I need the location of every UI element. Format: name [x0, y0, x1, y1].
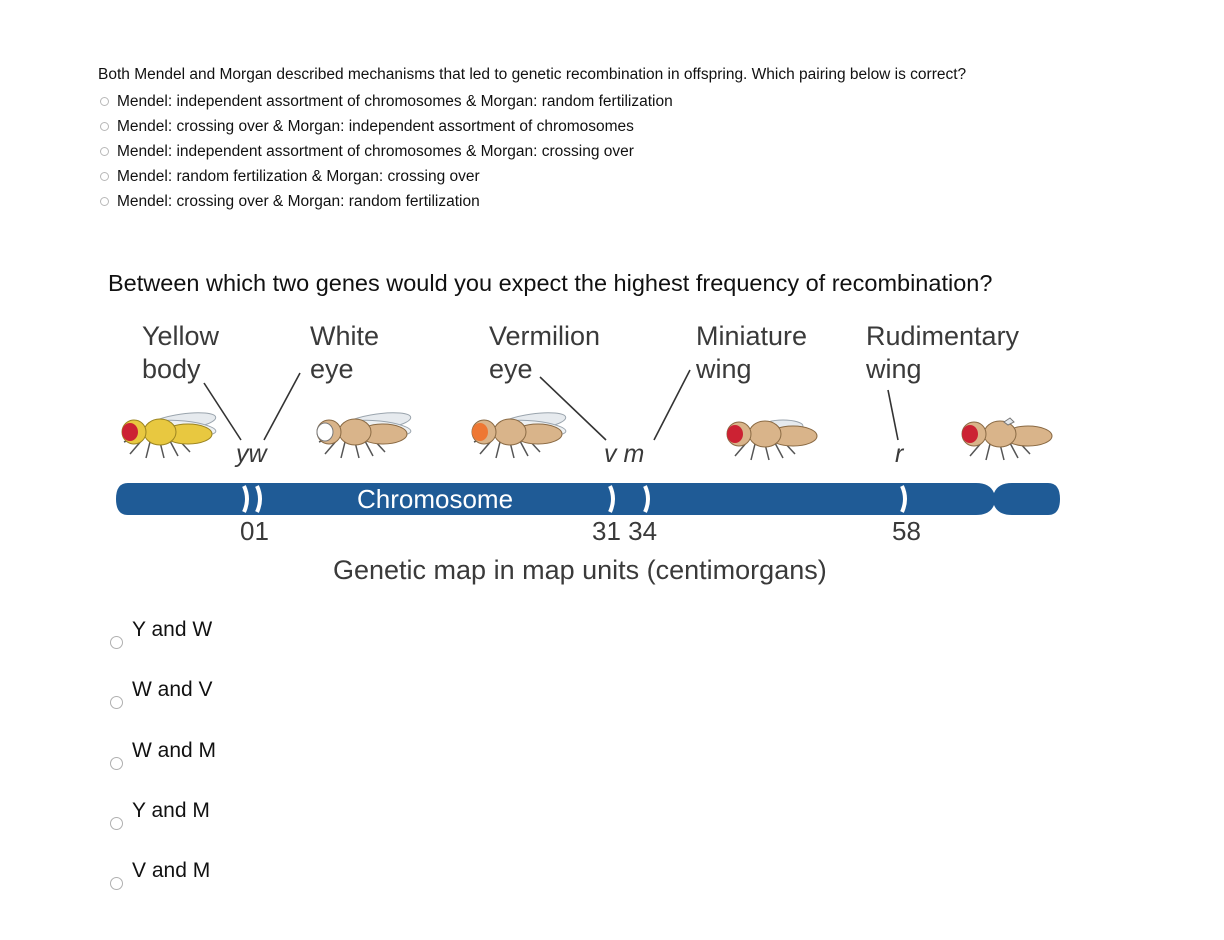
radio-button[interactable]: [100, 97, 109, 106]
gene-label-yellow: Yellow body: [142, 320, 219, 386]
gene-letters-yw: yw: [236, 440, 267, 468]
radio-button[interactable]: [100, 172, 109, 181]
gene-letter-r: r: [895, 440, 904, 468]
gene-label-miniature: Miniature wing: [696, 320, 807, 386]
gene-name-line1: Yellow: [142, 321, 220, 351]
map-position-31-34: 31 34: [592, 516, 658, 546]
q1-option-4[interactable]: Mendel: random fertilization & Morgan: c…: [98, 164, 1198, 189]
q1-option-3[interactable]: Mendel: independent assortment of chromo…: [98, 139, 1198, 164]
radio-button[interactable]: [110, 757, 123, 770]
radio-button[interactable]: [110, 817, 123, 830]
gene-name-line2: body: [142, 354, 201, 384]
q2-option-1[interactable]: Y and W: [110, 618, 410, 678]
gene-label-rudimentary: Rudimentary wing: [866, 320, 1019, 386]
q1-option-label: Mendel: random fertilization & Morgan: c…: [117, 167, 480, 185]
chromosome-label: Chromosome: [357, 484, 514, 514]
gene-pointer-lines: [203, 369, 899, 441]
question-1-text: Both Mendel and Morgan described mechani…: [98, 66, 967, 83]
fly-rudimentary-wing: [961, 417, 1053, 461]
map-position-01: 01: [240, 516, 269, 546]
chromosome-bar: [116, 483, 1060, 515]
q1-option-label: Mendel: independent assortment of chromo…: [117, 92, 673, 110]
q2-option-label: W and V: [132, 678, 213, 701]
q2-option-label: Y and W: [132, 618, 213, 641]
q2-option-label: Y and M: [132, 799, 210, 822]
gene-bands: [242, 485, 907, 513]
map-position-58: 58: [892, 516, 921, 546]
radio-button[interactable]: [110, 696, 123, 709]
q2-option-4[interactable]: Y and M: [110, 799, 410, 859]
radio-button[interactable]: [100, 197, 109, 206]
radio-button[interactable]: [100, 122, 109, 131]
gene-label-vermilion: Vermilion eye: [489, 320, 600, 386]
fly-white-eye: [316, 408, 413, 459]
gene-name-line1: Vermilion: [489, 321, 601, 351]
fly-miniature-wing: [726, 419, 818, 461]
gene-name-line1: Rudimentary: [866, 321, 1020, 351]
fly-vermilion-eye: [471, 408, 568, 459]
radio-button[interactable]: [100, 147, 109, 156]
q1-option-2[interactable]: Mendel: crossing over & Morgan: independ…: [98, 114, 1198, 139]
radio-button[interactable]: [110, 636, 123, 649]
q1-option-5[interactable]: Mendel: crossing over & Morgan: random f…: [98, 189, 1198, 214]
q1-option-1[interactable]: Mendel: independent assortment of chromo…: [98, 89, 1198, 114]
gene-name-line2: eye: [310, 354, 354, 384]
gene-letters-vm: v m: [604, 440, 645, 468]
q1-option-label: Mendel: crossing over & Morgan: independ…: [117, 117, 634, 135]
q2-option-5[interactable]: V and M: [110, 859, 410, 919]
gene-label-white: White eye: [310, 320, 379, 386]
gene-name-line2: wing: [866, 354, 922, 384]
gene-name-line1: Miniature: [696, 321, 808, 351]
gene-name-line2: eye: [489, 354, 533, 384]
fly-yellow-body: [121, 408, 218, 459]
question-1: Both Mendel and Morgan described mechani…: [98, 64, 1198, 214]
q2-option-label: V and M: [132, 859, 211, 882]
q2-option-2[interactable]: W and V: [110, 678, 410, 738]
q1-option-label: Mendel: independent assortment of chromo…: [117, 142, 634, 160]
gene-name-line2: wing: [696, 354, 752, 384]
q2-option-label: W and M: [132, 739, 217, 762]
map-caption: Genetic map in map units (centimorgans): [333, 555, 827, 585]
gene-name-line1: White: [310, 321, 380, 351]
q1-option-label: Mendel: crossing over & Morgan: random f…: [117, 192, 480, 210]
question-2-text: Between which two genes would you expect…: [108, 270, 993, 296]
radio-button[interactable]: [110, 877, 123, 890]
q2-option-3[interactable]: W and M: [110, 739, 410, 799]
